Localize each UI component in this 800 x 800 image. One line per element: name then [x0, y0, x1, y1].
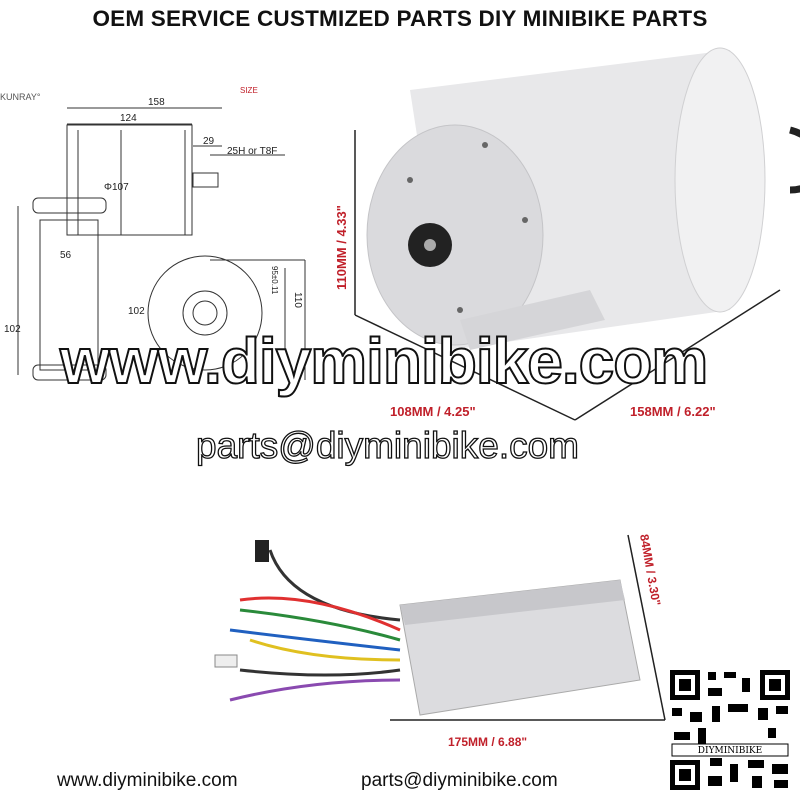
email-watermark: parts@diyminibike.com — [195, 424, 580, 466]
dim-diameter: Φ107 — [104, 182, 129, 193]
dim-102: 102 — [4, 324, 21, 335]
technical-drawing: KUNRAY° SIZE 158 124 29 25H or T8F Φ107 … — [0, 86, 306, 381]
motor-length-dim: 158MM / 6.22" — [630, 404, 716, 419]
dim-124: 124 — [120, 113, 137, 124]
motor-height-dim: 110MM / 4.33" — [334, 205, 349, 290]
dim-56: 56 — [60, 250, 72, 261]
qr-code: DIYMINIBIKE — [668, 668, 792, 792]
website-watermark: www.diyminibike.com — [59, 324, 709, 398]
controller-length-dim: 175MM / 6.88" — [448, 735, 527, 749]
footer-website: www.diyminibike.com — [57, 770, 238, 791]
dim-sprocket: 25H or T8F — [227, 146, 277, 157]
footer-email: parts@diyminibike.com — [361, 770, 558, 791]
controller-height-dim: 84MM / 3.30" — [637, 533, 663, 607]
dim-base: 102 — [128, 306, 145, 317]
dim-110: 110 — [292, 292, 303, 308]
size-label: SIZE — [240, 86, 258, 95]
dim-29: 29 — [203, 136, 215, 147]
controller-photo: 175MM / 6.88" 84MM / 3.30" — [214, 533, 666, 749]
dim-bolt-circle: 95±0.11 — [270, 266, 279, 295]
qr-label: DIYMINIBIKE — [698, 746, 762, 756]
brand-label: KUNRAY° — [0, 92, 41, 102]
motor-photo: 110MM / 4.33" 108MM / 4.25" 158MM / 6.22… — [334, 47, 800, 421]
motor-width-dim: 108MM / 4.25" — [390, 404, 476, 419]
page-title: OEM SERVICE CUSTMIZED PARTS DIY MINIBIKE… — [92, 6, 708, 31]
dim-158: 158 — [148, 97, 165, 108]
